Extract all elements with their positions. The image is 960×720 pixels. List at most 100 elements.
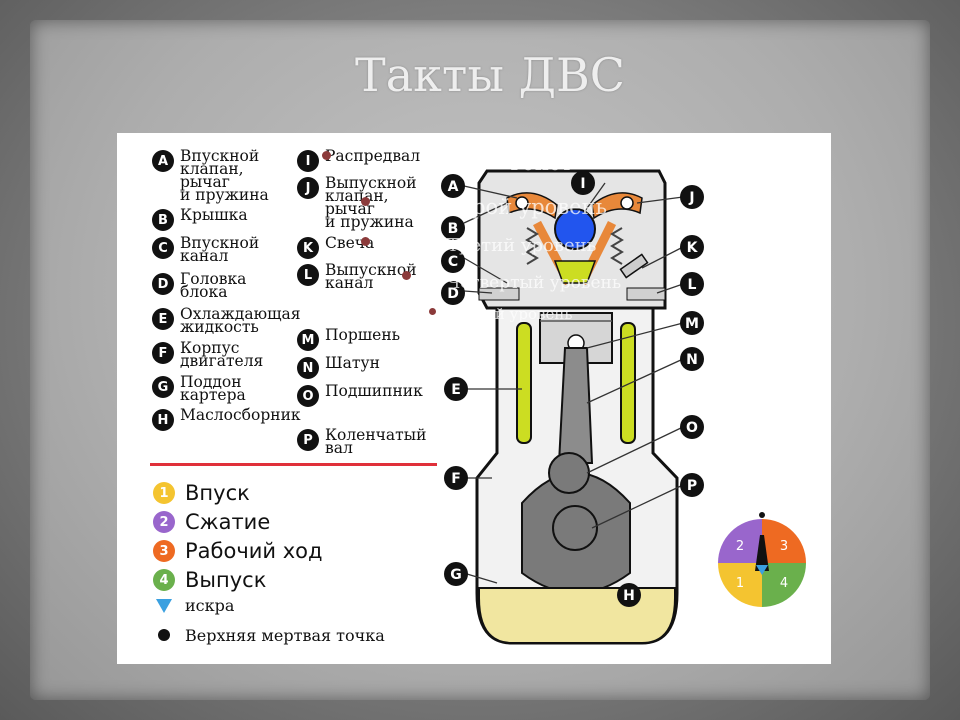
- leader-line-j: [636, 196, 684, 204]
- legend-text: Впускной канал: [180, 234, 260, 265]
- stroke-wheel: 2 3 1 4: [718, 512, 806, 607]
- legend-badge: J: [297, 177, 319, 199]
- stroke-label: Рабочий ход: [185, 539, 323, 563]
- wheel-segment-3: [762, 519, 806, 563]
- stroke-number: 4: [153, 569, 175, 591]
- legend-text: Выпускной канал: [325, 261, 417, 292]
- crankshaft: [552, 505, 598, 551]
- legend-text: Подшипник: [325, 382, 423, 400]
- wheel-tdc-dot: [759, 512, 765, 518]
- callout-label: N: [686, 352, 698, 368]
- legend-text: Крышка: [180, 206, 248, 224]
- bullet-dot-2: [361, 197, 370, 206]
- callout-c: C: [441, 249, 465, 273]
- combustion-chamber: [553, 260, 597, 284]
- intake-port: [478, 287, 520, 301]
- legend-item-f: F Корпус двигателя: [152, 339, 264, 370]
- legend-item-o: O Подшипник: [297, 382, 423, 407]
- legend-text: Распредвал: [325, 147, 421, 165]
- callout-f: F: [444, 466, 468, 490]
- callout-e: E: [444, 377, 468, 401]
- wheel-label: 2: [736, 539, 744, 554]
- leader-line-d: [463, 290, 493, 294]
- legend-badge: D: [152, 273, 174, 295]
- bullet-dot-1: [322, 151, 331, 160]
- callout-label: J: [688, 190, 694, 206]
- callout-j: J: [680, 185, 704, 209]
- callout-l: L: [680, 272, 704, 296]
- legend-badge: I: [297, 150, 319, 172]
- callout-h: H: [617, 583, 641, 607]
- legend-badge: M: [297, 329, 319, 351]
- callout-label: O: [686, 420, 698, 436]
- legend-badge: E: [152, 308, 174, 330]
- leader-line-k: [641, 246, 684, 269]
- wheel-segment-2: [718, 519, 762, 563]
- intake-valve-spring: [525, 227, 539, 265]
- leader-line-g: [466, 573, 498, 584]
- legend-badge: L: [297, 264, 319, 286]
- callout-n: N: [680, 347, 704, 371]
- callout-label: F: [451, 471, 461, 487]
- stroke-item-exhaust: 4 Выпуск: [153, 568, 266, 592]
- intake-rocker-pivot: [515, 196, 529, 210]
- wheel-label: 4: [780, 576, 788, 591]
- stroke-label: Выпуск: [185, 568, 267, 592]
- callout-label: L: [688, 277, 697, 293]
- wheel-label: 3: [780, 539, 788, 554]
- tdc-dot-icon: [158, 629, 170, 641]
- camshaft: [554, 208, 596, 250]
- connecting-rod: [557, 347, 594, 464]
- stroke-number: 3: [153, 540, 175, 562]
- stroke-number: 2: [153, 511, 175, 533]
- legend-text: Поршень: [325, 326, 401, 344]
- legend-item-l: L Выпускной канал: [297, 261, 417, 292]
- callout-a: A: [441, 174, 465, 198]
- leader-line-l: [656, 283, 684, 294]
- legend-text: Корпус двигателя: [180, 339, 264, 370]
- legend-item-d: D Головка блока: [152, 270, 247, 301]
- callout-label: B: [448, 221, 459, 237]
- bearing: [548, 452, 590, 494]
- legend-badge: O: [297, 385, 319, 407]
- callout-g: G: [444, 562, 468, 586]
- coolant-jacket-right: [620, 322, 636, 444]
- legend-text: Шатун: [325, 354, 380, 372]
- legend-badge: K: [297, 237, 319, 259]
- exhaust-valve-spring: [610, 227, 624, 265]
- leader-line-m: [586, 322, 684, 349]
- leader-line-i: [584, 182, 606, 212]
- callout-label: G: [450, 567, 462, 583]
- legend-item-i: I Распредвал: [297, 147, 421, 172]
- spark-plug: [619, 253, 649, 279]
- stroke-label: Впуск: [185, 481, 250, 505]
- tdc-label: Верхняя мертвая точка: [185, 625, 385, 645]
- legend-text: Головка блока: [180, 270, 247, 301]
- bullet-dot-5: [429, 308, 436, 315]
- legend-item-n: N Шатун: [297, 354, 380, 379]
- legend-badge: F: [152, 342, 174, 364]
- callout-o: O: [680, 415, 704, 439]
- legend-text: Охлаждающая жидкость: [180, 305, 301, 336]
- legend-text: Поддон картера: [180, 373, 246, 404]
- leader-line-o: [586, 426, 684, 474]
- legend-divider: [150, 463, 437, 466]
- exhaust-rocker-pivot: [620, 196, 634, 210]
- legend-badge: A: [152, 150, 174, 172]
- exhaust-port: [626, 287, 666, 301]
- wheel-spark-marker: [756, 565, 768, 575]
- callout-d: D: [441, 281, 465, 305]
- overlay-text-5: Пятый уровень: [452, 305, 573, 323]
- leader-line-c: [463, 257, 508, 284]
- spark-legend: искра: [153, 595, 234, 615]
- legend-badge: N: [297, 357, 319, 379]
- callout-label: D: [447, 286, 459, 302]
- legend-item-m: M Поршень: [297, 326, 401, 351]
